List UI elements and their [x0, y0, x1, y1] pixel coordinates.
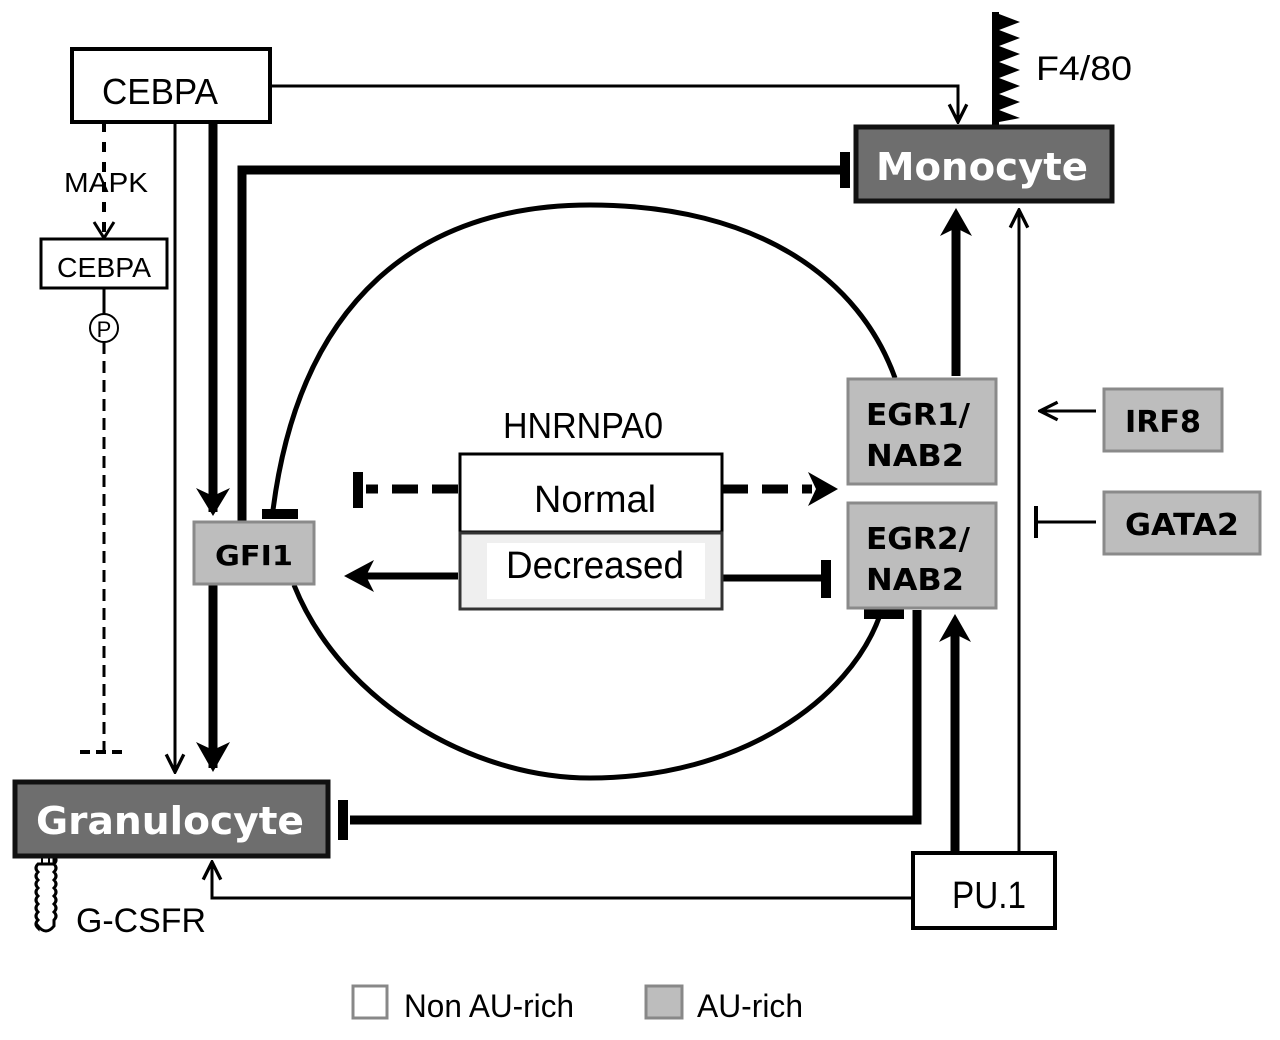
legend-swatch-non-au-rich: [351, 984, 389, 1020]
node-granulocyte[interactable]: Granulocyte: [12, 779, 331, 859]
node-monocyte[interactable]: Monocyte: [853, 124, 1115, 204]
edges: [80, 84, 1096, 900]
node-cebpa-phospho[interactable]: CEBPA: [39, 237, 169, 290]
node-gata2-label: GATA2: [1125, 508, 1239, 543]
legend: Non AU-rich AU-rich: [351, 984, 803, 1024]
arrowhead-granulocyte: [196, 742, 230, 772]
node-monocyte-label: Monocyte: [876, 145, 1088, 189]
legend-label-non-au-rich: Non AU-rich: [404, 988, 574, 1024]
hnrnpa0-label: HNRNPA0: [503, 405, 663, 446]
node-cebpa-phospho-label: CEBPA: [57, 252, 151, 283]
egr2-label-line1: EGR2/: [866, 522, 970, 557]
node-irf8[interactable]: IRF8: [1102, 387, 1224, 453]
f4-80-label: F4/80: [1036, 50, 1132, 88]
edge-egr2-granulocyte: [350, 610, 922, 825]
node-granulocyte-label: Granulocyte: [36, 799, 304, 843]
g-csfr-label: G-CSFR: [76, 902, 206, 940]
edge-cebpa-monocyte: [270, 84, 958, 122]
node-gata2[interactable]: GATA2: [1102, 490, 1262, 556]
node-cebpa[interactable]: CEBPA: [70, 47, 272, 124]
edge-pu1-granulocyte: [212, 862, 912, 900]
loop-ellipse-bottom: [291, 584, 883, 781]
arrowhead-monocyte-egr1: [940, 208, 972, 236]
node-gfi1[interactable]: GFI1: [192, 520, 316, 586]
egr2-label-line2: NAB2: [866, 563, 964, 598]
loop-ellipse-top: [270, 202, 898, 511]
arrowhead-egr2-pu1: [939, 614, 971, 642]
phosphate-marker: P: [89, 313, 119, 343]
node-cebpa-label: CEBPA: [102, 71, 218, 112]
egr1-label-line1: EGR1/: [866, 398, 970, 433]
node-irf8-label: IRF8: [1125, 405, 1201, 440]
legend-label-au-rich: AU-rich: [697, 988, 803, 1024]
arrowhead-egr1: [808, 472, 838, 506]
node-hnrnpa0-decreased[interactable]: Decreased: [458, 531, 724, 611]
arrowhead-gfi1: [196, 488, 230, 516]
node-hnrnpa0-normal[interactable]: Normal: [458, 452, 724, 534]
mapk-label: MAPK: [64, 167, 148, 198]
phosphate-label: P: [97, 317, 112, 342]
node-pu1-label: PU.1: [952, 875, 1026, 917]
hnrnpa0-decreased-label: Decreased: [506, 545, 684, 587]
node-egr2-nab2[interactable]: EGR2/ NAB2: [846, 501, 998, 610]
arrowhead-gfi1-decreased: [344, 560, 374, 592]
egr1-label-line2: NAB2: [866, 439, 964, 474]
legend-swatch-au-rich: [644, 984, 684, 1020]
node-egr1-nab2[interactable]: EGR1/ NAB2: [846, 377, 998, 486]
node-gfi1-label: GFI1: [215, 539, 293, 572]
g-csfr-receptor-icon: [34, 852, 58, 933]
edge-gfi1-monocyte: [237, 165, 845, 522]
hnrnpa0-normal-label: Normal: [534, 479, 656, 521]
node-pu1[interactable]: PU.1: [911, 851, 1057, 930]
